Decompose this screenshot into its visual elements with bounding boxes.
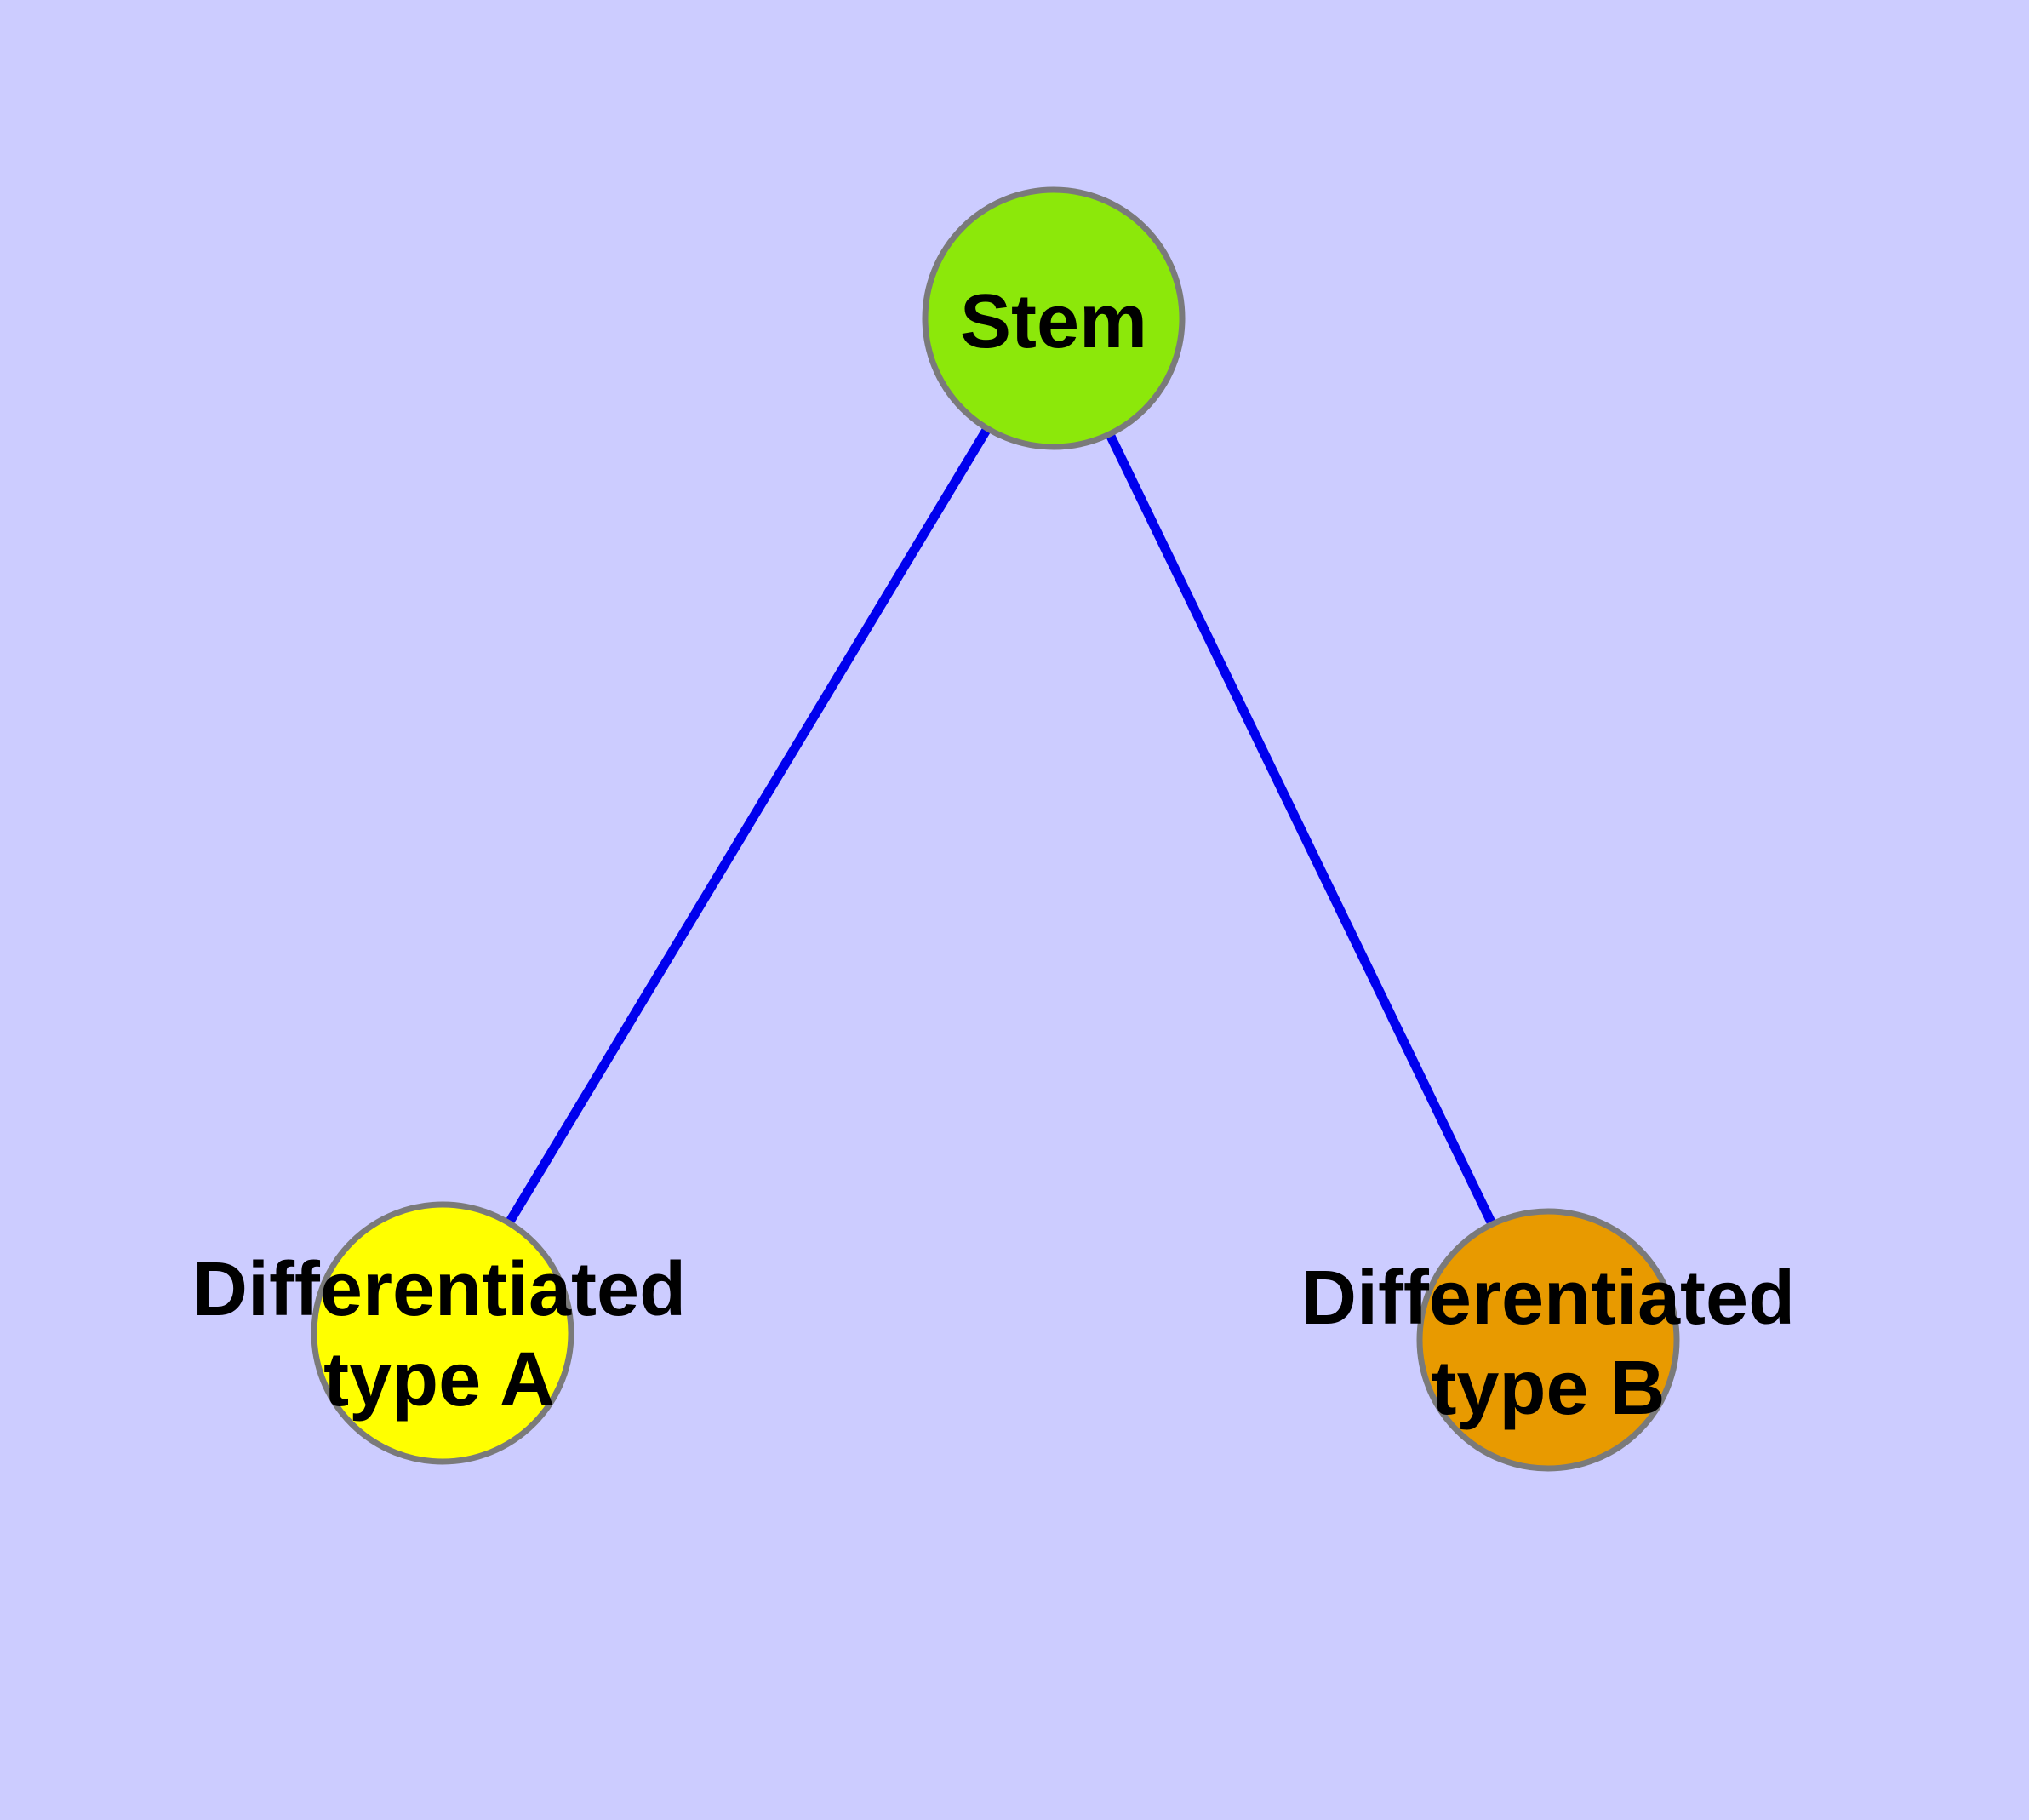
node-type-b-circle: [1416, 1208, 1680, 1472]
node-type-a-circle: [311, 1201, 574, 1465]
edge-stem-to-type-a: [438, 316, 1058, 1336]
node-stem-circle: [922, 186, 1186, 450]
edge-stem-to-type-b: [1049, 316, 1552, 1342]
